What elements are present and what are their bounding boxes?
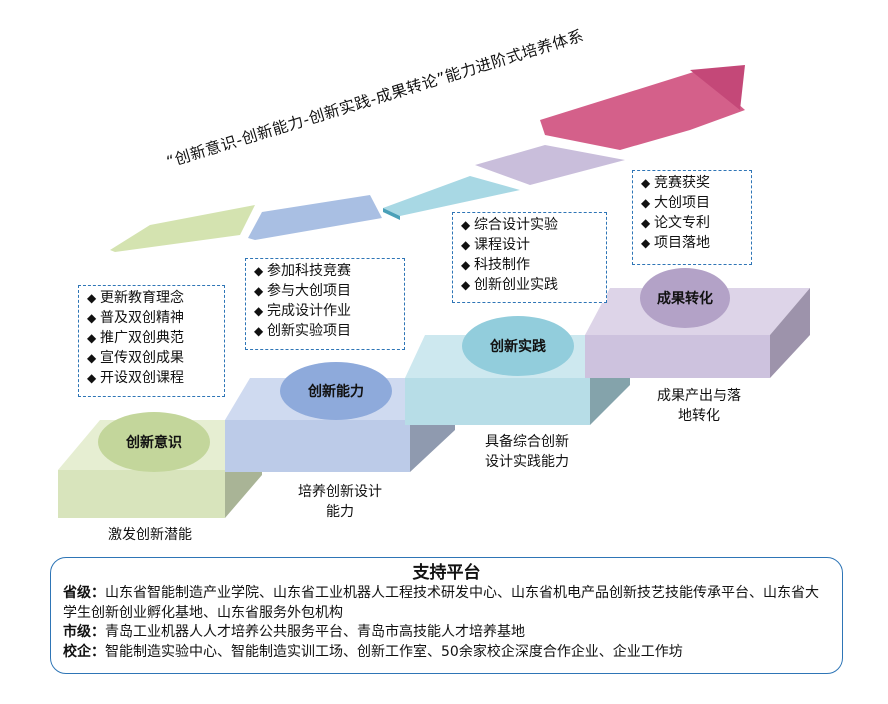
platform-row-city: 市级：青岛工业机器人人才培养公共服务平台、青岛市高技能人才培养基地	[63, 623, 830, 643]
block-4-side	[770, 288, 810, 378]
list-item: 参加科技竞赛	[254, 261, 396, 281]
caption-line: 地转化	[678, 408, 720, 424]
caption-line: 设计实践能力	[485, 454, 569, 470]
stage-3-items: 综合设计实验 课程设计 科技制作 创新创业实践	[452, 212, 607, 303]
block-4-front	[585, 335, 770, 378]
stage-1-label: 创新意识	[98, 412, 210, 472]
stage-3-label: 创新实践	[462, 316, 574, 376]
stage-1-items: 更新教育理念 普及双创精神 推广双创典范 宣传双创成果 开设双创课程	[78, 285, 225, 397]
list-item: 科技制作	[461, 255, 598, 275]
list-item: 更新教育理念	[87, 288, 216, 308]
support-platform-panel: 支持平台 省级：山东省智能制造产业学院、山东省工业机器人工程技术研发中心、山东省…	[50, 557, 843, 674]
stage-4-label: 成果转化	[640, 268, 730, 328]
row-label: 省级：	[63, 585, 105, 601]
arrow-segment-1	[110, 205, 255, 252]
arrow-segment-5	[540, 70, 745, 150]
list-item: 推广双创典范	[87, 328, 216, 348]
list-item: 论文专利	[641, 213, 743, 233]
row-text: 青岛工业机器人人才培养公共服务平台、青岛市高技能人才培养基地	[105, 624, 525, 640]
list-item: 综合设计实验	[461, 215, 598, 235]
caption-line: 培养创新设计	[298, 484, 382, 500]
arrow-segment-5-tip	[690, 65, 745, 110]
stage-2-items: 参加科技竞赛 参与大创项目 完成设计作业 创新实验项目	[245, 258, 405, 350]
stage-2-label: 创新能力	[280, 362, 392, 420]
arrow-segment-2	[248, 195, 382, 240]
stage-4-caption: 成果产出与落地转化	[634, 386, 764, 426]
row-text: 山东省智能制造产业学院、山东省工业机器人工程技术研发中心、山东省机电产品创新技艺…	[63, 585, 819, 621]
stage-1-caption: 激发创新潜能	[85, 525, 215, 545]
stage-3-caption: 具备综合创新设计实践能力	[462, 432, 592, 472]
platform-row-school: 校企：智能制造实验中心、智能制造实训工场、创新工作室、50余家校企深度合作企业、…	[63, 643, 830, 663]
arrow-segment-3	[383, 176, 520, 216]
platform-title: 支持平台	[412, 563, 481, 583]
list-item: 竞赛获奖	[641, 173, 743, 193]
list-item: 开设双创课程	[87, 368, 216, 388]
row-text: 智能制造实验中心、智能制造实训工场、创新工作室、50余家校企深度合作企业、企业工…	[105, 643, 683, 660]
list-item: 普及双创精神	[87, 308, 216, 328]
caption-line: 具备综合创新	[485, 434, 569, 450]
caption-line: 能力	[326, 504, 354, 520]
caption-line: 激发创新潜能	[108, 527, 192, 543]
list-item: 宣传双创成果	[87, 348, 216, 368]
stage-4-items: 竞赛获奖 大创项目 论文专利 项目落地	[632, 170, 752, 265]
platform-row-province: 省级：山东省智能制造产业学院、山东省工业机器人工程技术研发中心、山东省机电产品创…	[63, 584, 830, 623]
row-label: 校企：	[63, 643, 105, 660]
arrow-segment-4	[475, 145, 625, 185]
list-item: 完成设计作业	[254, 301, 396, 321]
arrow-segment-3-side	[383, 208, 400, 220]
list-item: 创新创业实践	[461, 275, 598, 295]
list-item: 参与大创项目	[254, 281, 396, 301]
row-label: 市级：	[63, 624, 105, 640]
stage-2-caption: 培养创新设计能力	[275, 482, 405, 522]
list-item: 大创项目	[641, 193, 743, 213]
block-2-front	[225, 420, 410, 472]
caption-line: 成果产出与落	[657, 388, 741, 404]
block-3-front	[405, 378, 590, 425]
list-item: 创新实验项目	[254, 321, 396, 341]
list-item: 课程设计	[461, 235, 598, 255]
block-1-front	[58, 470, 225, 518]
list-item: 项目落地	[641, 233, 743, 253]
